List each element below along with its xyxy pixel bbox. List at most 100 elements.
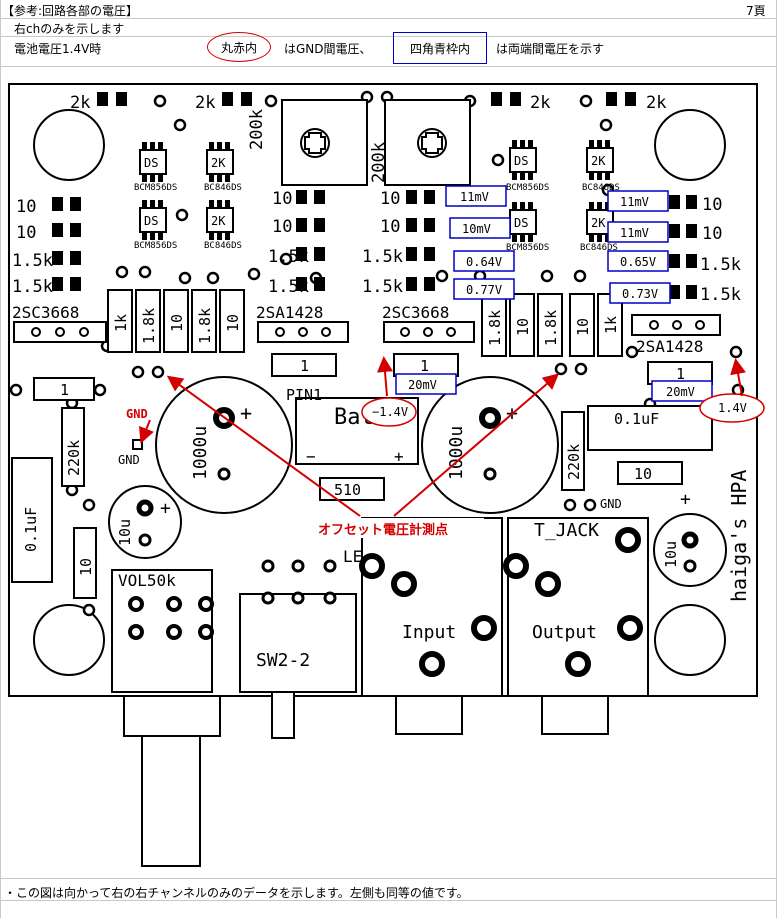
svg-text:1: 1 xyxy=(676,365,685,383)
v-box: 0.64V xyxy=(466,255,502,269)
chip-label: BC846DS xyxy=(204,183,242,193)
legend-red-circle: 丸赤内 xyxy=(207,32,271,62)
svg-text:10: 10 xyxy=(634,465,652,483)
v-box: 0.65V xyxy=(620,255,656,269)
grid-line xyxy=(0,900,777,901)
svg-text:1.8k: 1.8k xyxy=(486,310,504,346)
v-box: 0.77V xyxy=(466,283,502,297)
svg-text:1: 1 xyxy=(60,381,69,399)
mounting-hole xyxy=(654,109,726,181)
svg-text:1.5k: 1.5k xyxy=(362,277,403,297)
transistor-label: 2SC3668 xyxy=(382,303,449,322)
svg-text:2K: 2K xyxy=(591,154,606,168)
svg-text:SW2-2: SW2-2 xyxy=(256,650,310,671)
mounting-hole xyxy=(33,109,105,181)
svg-text:220k: 220k xyxy=(565,444,583,480)
svg-text:1.5k: 1.5k xyxy=(700,255,741,275)
transistor-footprints: 2SC3668 2SA1428 2SC3668 2SA1428 xyxy=(12,303,721,356)
volume-pot: VOL50k xyxy=(111,569,221,867)
svg-text:1.5k: 1.5k xyxy=(362,247,403,267)
svg-text:10: 10 xyxy=(16,223,36,243)
page-number: 7頁 xyxy=(746,4,766,18)
grid-line xyxy=(0,0,1,918)
gnd-voltage-circles: −1.4V 1.4V xyxy=(361,393,765,427)
resistor-2k-group: 2k 2k 2k 2k xyxy=(70,92,666,113)
trimmer-label: 200k xyxy=(369,142,389,183)
transistor-label: 2SA1428 xyxy=(256,303,323,322)
svg-text:10: 10 xyxy=(514,318,532,336)
pin1-label: PIN1 xyxy=(286,386,322,404)
grid-line xyxy=(0,36,777,37)
horizontal-resistors: 1 1 1 1 510 10 xyxy=(33,353,713,501)
gnd-annotation: GND xyxy=(126,407,148,421)
svg-text:10: 10 xyxy=(380,217,400,237)
cap-label: 1000u xyxy=(190,426,211,480)
legend-blue-desc: は両端間電圧を示す xyxy=(496,42,605,56)
annotation-arrows xyxy=(139,356,746,517)
grid-line xyxy=(0,18,777,19)
svg-text:2K: 2K xyxy=(211,156,226,170)
svg-text:10: 10 xyxy=(224,314,242,332)
cap-label: 10u xyxy=(116,519,134,546)
label-2k: 2k xyxy=(530,93,550,113)
vertical-resistors-right: 1.8k 10 1.8k 10 1k xyxy=(481,293,623,357)
svg-text:10: 10 xyxy=(702,224,722,244)
v-box: 0.73V xyxy=(622,287,658,301)
battery-holder: PIN1 Bat − + xyxy=(286,386,419,466)
svg-text:Input: Input xyxy=(402,622,456,643)
svg-text:2K: 2K xyxy=(591,216,606,230)
footer-note: ・この図は向かって右の右チャンネルのみのデータを示します。左側も同等の値です。 xyxy=(4,886,469,900)
v-box: 20mV xyxy=(666,385,695,399)
label-2k: 2k xyxy=(646,93,666,113)
svg-text:1: 1 xyxy=(420,357,429,375)
svg-text:1.8k: 1.8k xyxy=(542,310,560,346)
page-title: 【参考:回路各部の電圧】 xyxy=(2,4,139,18)
offset-measure-label: オフセット電圧計測点 xyxy=(318,522,448,538)
svg-text:+: + xyxy=(240,401,252,425)
grid-line xyxy=(0,878,777,879)
brand-label: haiga's HPA xyxy=(727,470,751,602)
smd-resistor-labels: 10 10 1.5k 1.5k 10 10 1.5k 1.5k 10 10 1.… xyxy=(12,189,741,305)
svg-text:220k: 220k xyxy=(65,440,83,476)
v-box: 11mV xyxy=(620,195,649,209)
v-box: 11mV xyxy=(460,190,489,204)
svg-text:DS: DS xyxy=(144,156,158,170)
v-circle: −1.4V xyxy=(372,405,408,419)
bat-minus: − xyxy=(306,447,316,466)
gnd-silk: GND xyxy=(600,497,622,511)
trimmer-label: 200k xyxy=(247,109,267,150)
cap-label: 1000u xyxy=(446,426,467,480)
svg-text:0.1uF: 0.1uF xyxy=(614,410,659,428)
output-jack: T_JACK Output xyxy=(503,517,649,735)
trimmer-group: 200k 200k xyxy=(247,99,471,186)
chip-label: BC846DS xyxy=(580,243,618,253)
chip-label: BCM856DS xyxy=(506,183,549,193)
mounting-hole xyxy=(654,604,726,676)
mounting-hole xyxy=(33,604,105,676)
svg-text:VOL50k: VOL50k xyxy=(118,571,176,590)
chip-label: BC846DS xyxy=(204,241,242,251)
svg-text:1.8k: 1.8k xyxy=(140,308,158,344)
cap-label: 10u xyxy=(662,541,680,568)
legend-blue-box: 四角青枠内 xyxy=(393,32,487,64)
svg-text:Output: Output xyxy=(532,622,597,643)
svg-text:DS: DS xyxy=(514,216,528,230)
svg-text:2K: 2K xyxy=(211,214,226,228)
input-jack: Input xyxy=(359,517,503,735)
chip-label: BCM856DS xyxy=(506,243,549,253)
svg-text:1.8k: 1.8k xyxy=(196,308,214,344)
svg-text:DS: DS xyxy=(514,154,528,168)
transistor-label: 2SC3668 xyxy=(12,303,79,322)
gnd-silk: GND xyxy=(118,453,140,467)
svg-text:10: 10 xyxy=(702,195,722,215)
film-capacitors: 0.1uF 0.1uF xyxy=(11,405,713,583)
note-right-channel: 右chのみを示します xyxy=(14,22,125,36)
label-2k: 2k xyxy=(70,93,90,113)
svg-text:+: + xyxy=(680,489,691,510)
resistor-220k-group: 220k 220k 10 xyxy=(61,407,585,599)
voltage-boxes: 11mV 10mV 0.64V 0.77V 11mV 11mV 0.65V 0.… xyxy=(395,185,713,402)
svg-text:510: 510 xyxy=(334,481,361,499)
svg-text:0.1uF: 0.1uF xyxy=(22,507,40,552)
